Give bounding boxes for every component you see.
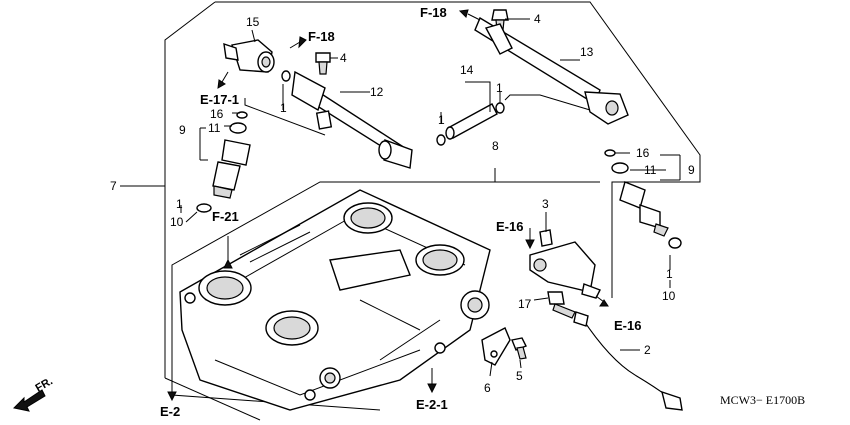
bracket-6 xyxy=(481,327,511,366)
callout-16-left: 16 xyxy=(210,107,224,121)
bolt-4-left xyxy=(315,52,331,75)
reference-arrows xyxy=(167,9,609,402)
front-direction-label: FR. xyxy=(34,375,55,394)
ref-f18-right: F-18 xyxy=(420,5,447,20)
front-direction-arrow-icon xyxy=(12,389,46,412)
callout-1-left: 1 xyxy=(176,197,183,211)
callout-4-left: 4 xyxy=(340,51,347,65)
o-ring-1-c xyxy=(495,102,505,114)
callout-3: 3 xyxy=(542,197,549,211)
assembly-outline-7 xyxy=(215,1,701,298)
callout-11-right: 11 xyxy=(644,163,657,177)
callout-1-c: 1 xyxy=(496,81,503,95)
callout-11-left: 11 xyxy=(208,121,221,135)
fuel-injector-right xyxy=(604,149,669,237)
o-ring-1-a xyxy=(281,70,291,82)
ref-e2-1: E-2-1 xyxy=(416,397,448,412)
callout-6: 6 xyxy=(484,381,491,395)
bolt-5 xyxy=(511,337,527,360)
leader-lines xyxy=(120,18,681,377)
ref-f21: F-21 xyxy=(212,209,239,224)
sensor-17 xyxy=(547,291,576,319)
callout-10-right: 10 xyxy=(662,289,676,303)
callout-13: 13 xyxy=(580,45,594,59)
callout-1-a: 1 xyxy=(280,101,287,115)
o-ring-1-b xyxy=(436,134,446,146)
callout-5: 5 xyxy=(516,369,523,383)
callout-9-right: 9 xyxy=(688,163,695,177)
callout-8: 8 xyxy=(492,139,499,153)
callout-9-left: 9 xyxy=(179,123,186,137)
ref-e16-lower: E-16 xyxy=(614,318,641,333)
throttle-body xyxy=(179,189,491,411)
ref-f18-left: F-18 xyxy=(308,29,335,44)
hose-2 xyxy=(573,311,683,411)
callout-4-right: 4 xyxy=(534,12,541,26)
o-ring-1-d xyxy=(668,237,682,249)
callout-15: 15 xyxy=(246,15,260,29)
fuel-rail-left xyxy=(291,70,413,169)
connecting-pipe-14 xyxy=(445,103,498,140)
callout-12: 12 xyxy=(370,85,384,99)
assembly-outline-8 xyxy=(171,181,495,411)
callout-16-right: 16 xyxy=(636,146,650,160)
callout-17: 17 xyxy=(518,297,532,311)
callout-1-right: 1 xyxy=(666,267,673,281)
map-sensor xyxy=(529,229,601,299)
fuel-injector-left xyxy=(212,111,251,199)
callout-7: 7 xyxy=(110,179,117,193)
ref-e2: E-2 xyxy=(160,404,180,419)
pressure-regulator-15 xyxy=(223,39,275,73)
callout-2: 2 xyxy=(644,343,651,357)
ref-e16-upper: E-16 xyxy=(496,219,523,234)
seal-10-left xyxy=(196,203,212,213)
diagram-code: MCW3− E1700B xyxy=(720,393,805,407)
ref-e17-1: E-17-1 xyxy=(200,92,239,107)
fuel-rail-right xyxy=(474,16,629,125)
callout-14: 14 xyxy=(460,63,474,77)
callout-1-b: 1 xyxy=(438,113,445,127)
callout-10-left: 10 xyxy=(170,215,184,229)
